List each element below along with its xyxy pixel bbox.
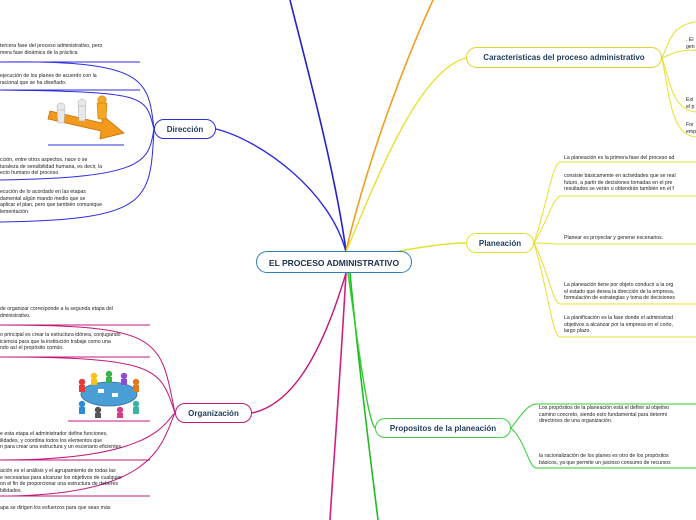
teamwork-arrow-illustration [47, 95, 125, 140]
subtopic-planeacion-4[interactable]: La planeación tiene por objeto conducir … [564, 282, 676, 302]
topic-organizacion[interactable]: Organización [175, 403, 252, 423]
connector-bottom-green [349, 272, 379, 520]
subtopic-planeacion-1[interactable]: La planeación es la primera fase del pro… [564, 155, 675, 161]
subtopic-organizacion-4[interactable]: ación es el análisis y el agrupamiento d… [0, 468, 122, 494]
topic-direccion[interactable]: Dirección [154, 119, 216, 139]
connector-top-blue [289, 0, 347, 252]
subtopic-organizacion-2[interactable]: o principal es crear la estructura idóne… [0, 332, 121, 352]
subtopic-propositos-1[interactable]: Los propósitos de la planeación está el … [539, 405, 670, 425]
subtopic-direccion-2[interactable]: ejecución de los planes de acuerdo con l… [0, 73, 97, 86]
subtopic-organizacion-5[interactable]: apa se dirigen los esfuerzos para que se… [0, 505, 111, 511]
subtopic-direccion-3[interactable]: cción, entre otros aspectos, nace o se t… [0, 157, 103, 177]
topic-propositos[interactable]: Propositos de la planeación [375, 418, 511, 438]
subtopic-caracteristicas-1[interactable]: . El gen [686, 37, 695, 50]
subtopic-caracteristicas-2[interactable]: Exi el p [686, 97, 695, 110]
subtopic-organizacion-3[interactable]: e esta etapa el administrador define fun… [0, 431, 122, 451]
subtopic-planeacion-3[interactable]: Planear es proyectar y generar escenario… [564, 235, 664, 241]
connector-top-orange [345, 0, 434, 252]
topic-caracteristicas[interactable]: Características del proceso administrati… [466, 47, 662, 68]
subtopic-direccion-4[interactable]: ecución de lo acordado en las etapas dam… [0, 189, 103, 215]
subtopic-organizacion-1[interactable]: de organizar corresponde a la segunda et… [0, 306, 114, 319]
connector-caracteristicas [345, 57, 467, 253]
subtopic-planeacion-5[interactable]: La planificación es la fase donde el adm… [564, 315, 674, 335]
subtopic-planeacion-2[interactable]: consiste básicamente en actividades que … [564, 173, 676, 193]
subtopic-caracteristicas-3[interactable]: For emp [686, 122, 696, 135]
subtopic-propositos-2[interactable]: la racionalización de los planes es otro… [539, 453, 671, 466]
subtopic-direccion-1[interactable]: tercera fase del proceso administrativo,… [0, 43, 103, 56]
connector-direccion [215, 128, 347, 253]
connector-organizacion [251, 272, 347, 414]
meeting-table-illustration [78, 370, 140, 418]
topic-planeacion[interactable]: Planeación [466, 233, 534, 253]
connector-propositos [347, 272, 376, 429]
central-topic[interactable]: EL PROCESO ADMINISTRATIVO [256, 251, 412, 273]
connector-bottom-pink [329, 272, 347, 520]
